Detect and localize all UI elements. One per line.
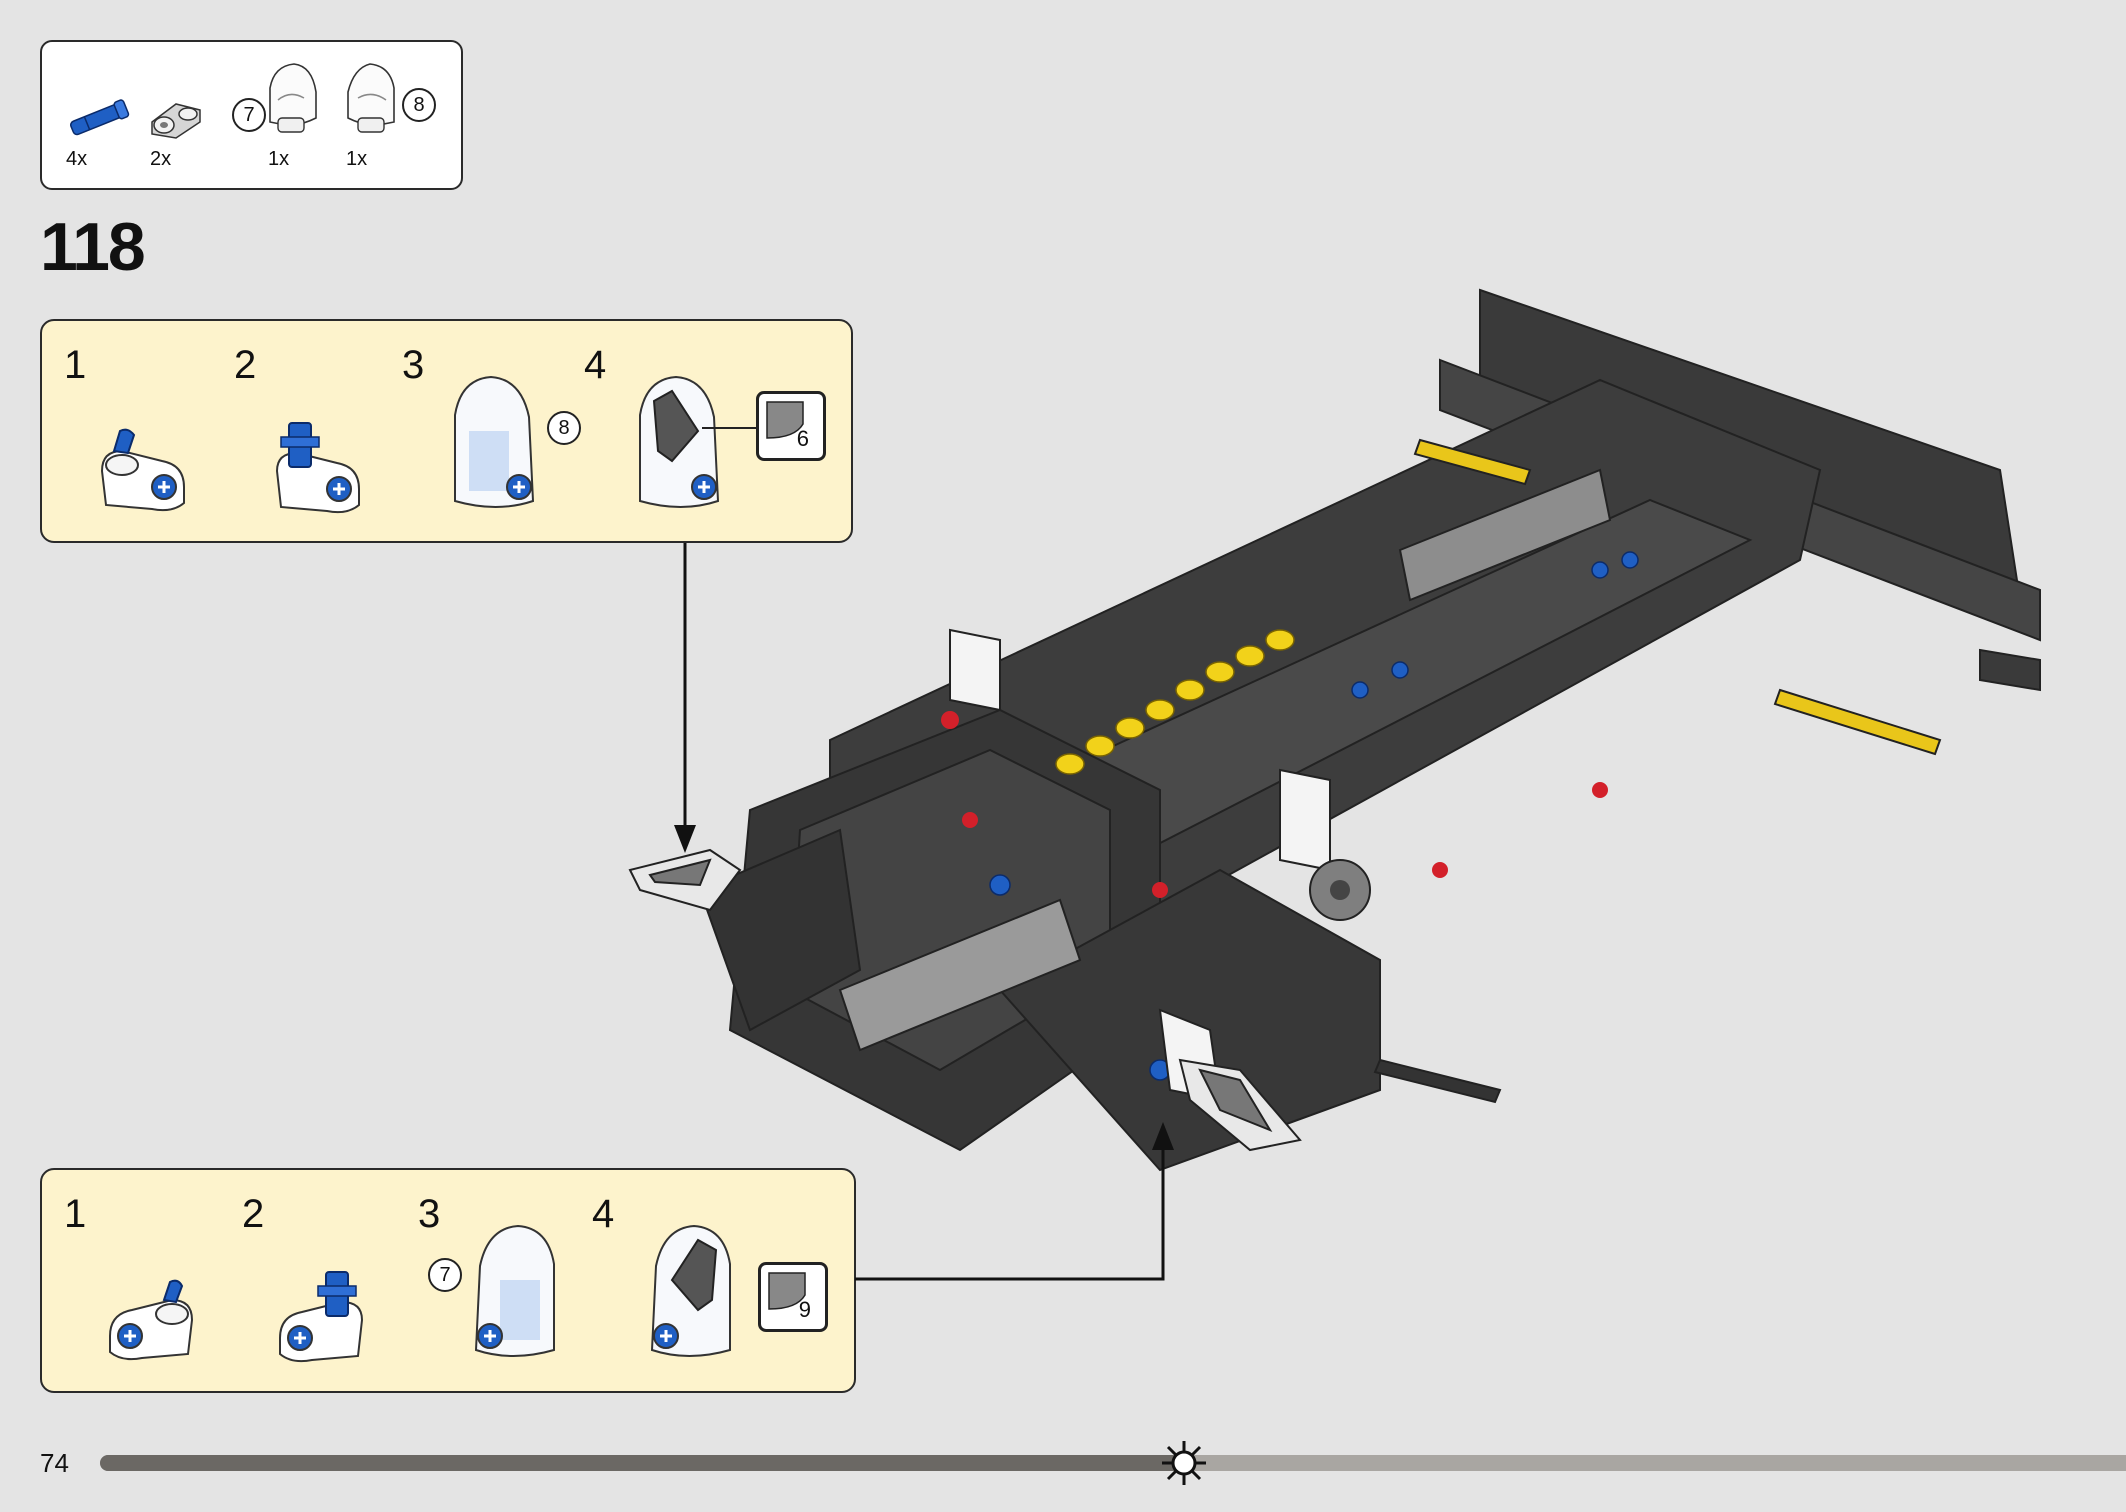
substep-top-4-illustration [639, 375, 720, 508]
parts-qty-pin: 4x [66, 148, 88, 170]
sticker-icon [768, 1272, 806, 1310]
blue-pins [989, 551, 1639, 1081]
parts-callout-7: 7 [232, 98, 266, 132]
substep-bottom-label-2: 2 [242, 1192, 265, 1236]
arrow-top-to-model [674, 543, 696, 853]
substep-box-bottom: 1 2 3 4 7 9 [40, 1168, 856, 1393]
blue-pin-icon [70, 99, 130, 136]
parts-qty-headlight-right: 1x [346, 148, 368, 170]
parts-qty-headlight-left: 1x [268, 148, 290, 170]
substep-bottom-callout: 7 [428, 1258, 462, 1292]
arrow-bottom-to-model [855, 1122, 1174, 1281]
substep-top-1-illustration [100, 428, 185, 512]
substep-top-label-3: 3 [402, 343, 425, 387]
substep-bottom-2-illustration [279, 1271, 364, 1363]
parts-callout-8: 8 [402, 88, 436, 122]
sticker-box-bottom: 9 [758, 1262, 828, 1332]
headlight-right-icon [347, 63, 395, 133]
sticker-number-bottom: 9 [798, 1297, 811, 1322]
substep-box-top: 1 2 3 4 8 6 [40, 319, 853, 543]
headlight-left-icon [269, 63, 317, 133]
substep-top-callout: 8 [547, 411, 581, 445]
progress-fill [100, 1455, 1184, 1471]
headlight-front-right [1178, 1058, 1302, 1152]
substep-bottom-label-4: 4 [592, 1192, 615, 1236]
main-model-illustration [628, 288, 2041, 1172]
substep-top-label-1: 1 [64, 343, 87, 387]
light-gray-connector-icon [151, 103, 201, 139]
parts-list-box: 4x 2x 7 1x 8 1x [40, 40, 463, 190]
parts-qty-connector: 2x [150, 148, 172, 170]
substep-bottom-3-illustration [474, 1224, 555, 1357]
substep-top-label-2: 2 [234, 343, 257, 387]
substep-bottom-label-3: 3 [418, 1192, 441, 1236]
sticker-icon [766, 401, 804, 439]
substep-bottom-4-illustration [650, 1224, 731, 1357]
substep-top-3-illustration [454, 375, 535, 508]
headlight-front-left [628, 848, 742, 912]
page-number: 74 [40, 1448, 69, 1478]
substep-bottom-1-illustration [109, 1279, 194, 1361]
substep-bottom-label-1: 1 [64, 1192, 87, 1236]
step-number: 118 [40, 209, 146, 285]
progress-sun-icon [1162, 1441, 1206, 1485]
yellow-pins [1055, 629, 1295, 775]
red-cross-markers [941, 711, 1608, 898]
substep-top-2-illustration [275, 422, 360, 514]
sticker-number-top: 6 [796, 426, 809, 451]
sticker-box-top: 6 [756, 391, 826, 461]
substep-top-label-4: 4 [584, 343, 607, 387]
